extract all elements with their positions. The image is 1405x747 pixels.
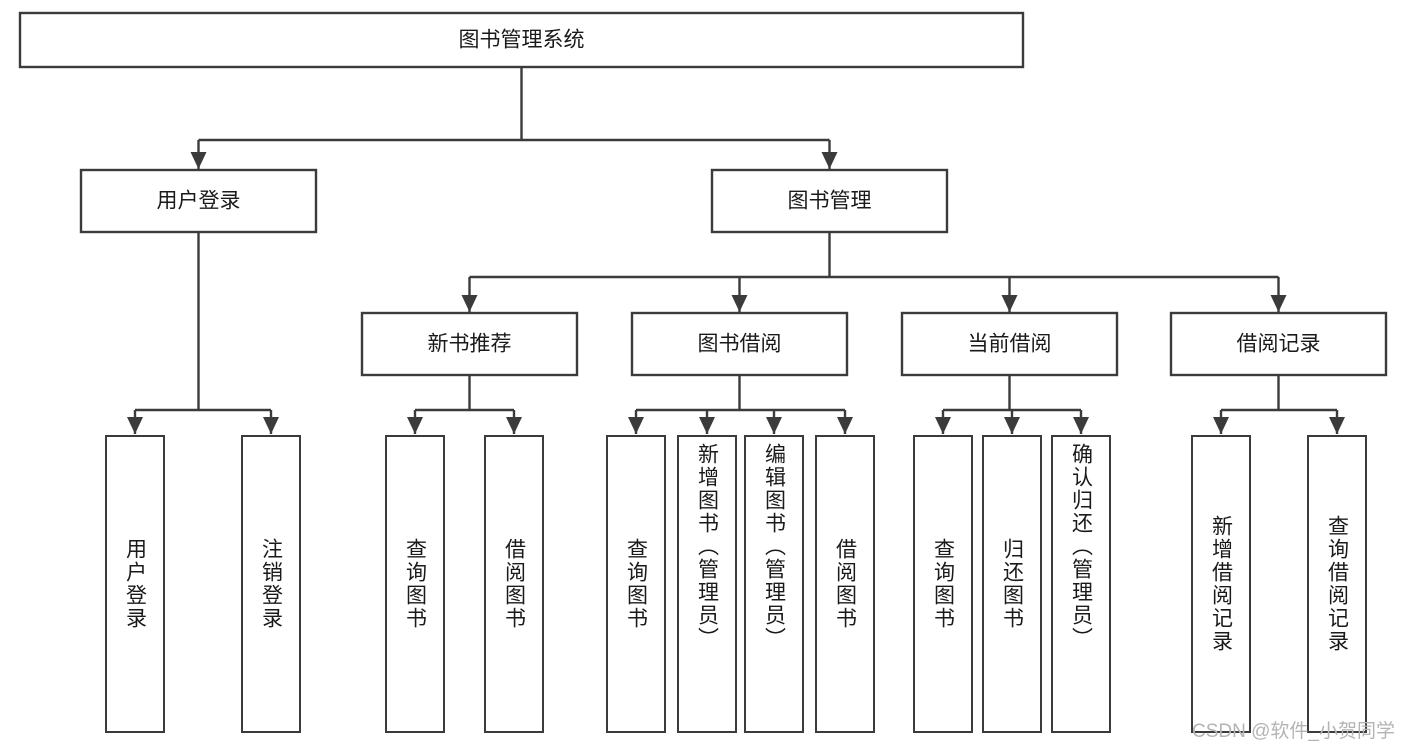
arrow-head-icon — [731, 295, 748, 312]
arrow-head-icon — [837, 417, 853, 434]
node-box-leaf-borrow-book[interactable]: 借阅图书 — [815, 435, 875, 733]
node-label-borrow-record: 借阅记录 — [1237, 333, 1321, 356]
arrow-head-icon — [1001, 295, 1018, 312]
node-label-root: 图书管理系统 — [459, 29, 585, 52]
node-label-leaf-add-borrow-record: 新增借阅记录 — [1209, 515, 1233, 653]
node-box-user-login[interactable] — [79, 168, 318, 234]
node-box-leaf-query-borrow-record[interactable]: 查询借阅记录 — [1307, 435, 1367, 733]
arrow-head-icon — [1073, 417, 1089, 434]
node-label-leaf-return-book: 归还图书 — [1000, 538, 1024, 630]
node-label-leaf-rec-borrow-book: 借阅图书 — [502, 538, 526, 630]
node-box-book-manage[interactable] — [710, 168, 949, 234]
node-box-borrow-record[interactable] — [1169, 311, 1388, 377]
node-label-leaf-borrow-book: 借阅图书 — [833, 538, 857, 630]
connector-layer — [127, 67, 1345, 434]
arrow-head-icon — [263, 417, 279, 434]
arrow-head-icon — [628, 417, 644, 434]
node-box-leaf-user-login[interactable]: 用户登录 — [105, 435, 165, 733]
arrow-head-icon — [699, 417, 715, 434]
node-box-leaf-add-borrow-record[interactable]: 新增借阅记录 — [1191, 435, 1251, 733]
node-box-new-book-rec[interactable] — [360, 311, 579, 377]
node-label-leaf-confirm-return-admin: 确认归还（管理员） — [1069, 443, 1093, 650]
node-label-user-login: 用户登录 — [157, 190, 241, 213]
node-box-book-borrow[interactable] — [630, 311, 849, 377]
arrow-head-icon — [506, 417, 522, 434]
node-label-leaf-logout: 注销登录 — [259, 538, 283, 630]
node-box-current-borrow[interactable] — [900, 311, 1119, 377]
node-box-layer — [18, 11, 1388, 377]
node-box-leaf-rec-borrow-book[interactable]: 借阅图书 — [484, 435, 544, 733]
arrow-head-icon — [1270, 295, 1287, 312]
arrow-head-icon — [461, 295, 478, 312]
node-label-book-borrow: 图书借阅 — [698, 333, 782, 356]
node-box-root[interactable] — [18, 11, 1025, 69]
node-box-leaf-borrow-query-book[interactable]: 查询图书 — [606, 435, 666, 733]
node-box-leaf-rec-query-book[interactable]: 查询图书 — [385, 435, 445, 733]
arrow-head-icon — [407, 417, 423, 434]
node-label-book-manage: 图书管理 — [788, 190, 872, 213]
node-box-leaf-return-book[interactable]: 归还图书 — [982, 435, 1042, 733]
node-label-leaf-rec-query-book: 查询图书 — [403, 538, 427, 630]
node-label-leaf-user-login: 用户登录 — [123, 538, 147, 630]
node-label-current-borrow: 当前借阅 — [968, 333, 1052, 356]
node-label-leaf-edit-book-admin: 编辑图书（管理员） — [762, 443, 786, 650]
arrow-head-icon — [127, 417, 143, 434]
arrow-head-icon — [935, 417, 951, 434]
node-box-leaf-confirm-return-admin[interactable]: 确认归还（管理员） — [1051, 435, 1111, 733]
arrow-head-icon — [190, 152, 207, 169]
arrow-head-icon — [1329, 417, 1345, 434]
node-box-leaf-add-book-admin[interactable]: 新增图书（管理员） — [677, 435, 737, 733]
arrow-head-icon — [821, 152, 838, 169]
arrow-head-icon — [766, 417, 782, 434]
node-label-leaf-add-book-admin: 新增图书（管理员） — [695, 443, 719, 650]
node-box-leaf-cur-query-book[interactable]: 查询图书 — [913, 435, 973, 733]
node-label-leaf-query-borrow-record: 查询借阅记录 — [1325, 515, 1349, 653]
arrow-head-icon — [1004, 417, 1020, 434]
node-label-leaf-cur-query-book: 查询图书 — [931, 538, 955, 630]
node-box-leaf-edit-book-admin[interactable]: 编辑图书（管理员） — [744, 435, 804, 733]
node-label-new-book-rec: 新书推荐 — [428, 333, 512, 356]
node-box-leaf-logout[interactable]: 注销登录 — [241, 435, 301, 733]
node-label-leaf-borrow-query-book: 查询图书 — [624, 538, 648, 630]
csdn-watermark: CSDN @软件_小贺同学 — [1192, 721, 1395, 742]
arrow-head-icon — [1213, 417, 1229, 434]
